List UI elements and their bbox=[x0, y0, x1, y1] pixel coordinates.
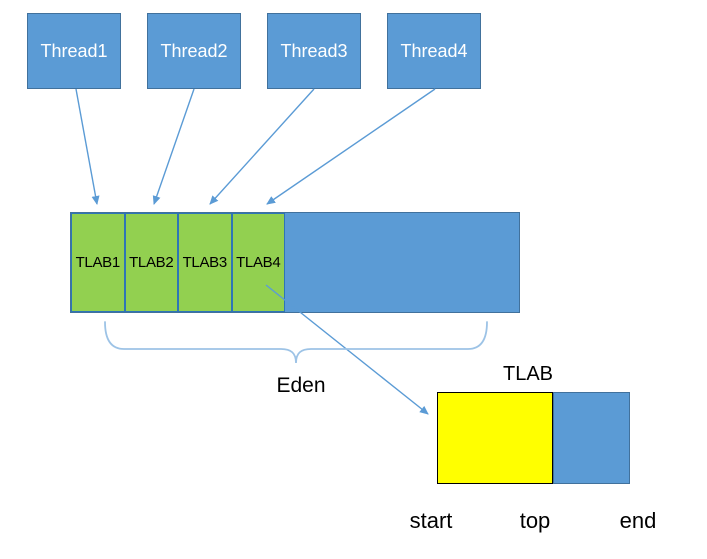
eden-space-rect: TLAB1 TLAB2 TLAB3 TLAB4 bbox=[70, 212, 520, 313]
thread1-box: Thread1 bbox=[27, 13, 121, 89]
thread4-label: Thread4 bbox=[400, 40, 468, 61]
tlab-detail-free-region bbox=[553, 392, 630, 484]
pointer-label-top: top bbox=[519, 508, 551, 533]
arrow-thread3-to-tlab3 bbox=[209, 88, 315, 205]
tlab1-cell: TLAB1 bbox=[71, 213, 125, 312]
tlab3-label: TLAB3 bbox=[182, 254, 228, 271]
thread2-box: Thread2 bbox=[147, 13, 241, 89]
thread3-box: Thread3 bbox=[267, 13, 361, 89]
tlab4-cell: TLAB4 bbox=[231, 213, 285, 312]
pointer-label-end: end bbox=[619, 508, 657, 533]
tlab1-label: TLAB1 bbox=[75, 254, 121, 271]
tlab2-label: TLAB2 bbox=[129, 254, 174, 271]
thread3-label: Thread3 bbox=[280, 40, 348, 61]
thread1-label: Thread1 bbox=[40, 40, 108, 61]
arrow-thread1-to-tlab1 bbox=[75, 88, 100, 205]
tlab-detail-used-region bbox=[437, 392, 553, 484]
eden-label: Eden bbox=[276, 374, 326, 397]
tlab2-cell: TLAB2 bbox=[124, 213, 178, 312]
arrow-thread2-to-tlab2 bbox=[152, 88, 195, 205]
tlab4-label: TLAB4 bbox=[236, 254, 281, 271]
tlab-detail-title: TLAB bbox=[502, 363, 554, 385]
thread4-box: Thread4 bbox=[387, 13, 481, 89]
eden-brace bbox=[104, 321, 488, 364]
arrow-thread4-to-tlab4 bbox=[266, 88, 436, 205]
tlab3-cell: TLAB3 bbox=[178, 213, 232, 312]
pointer-label-start: start bbox=[409, 508, 453, 533]
thread2-label: Thread2 bbox=[160, 40, 228, 61]
